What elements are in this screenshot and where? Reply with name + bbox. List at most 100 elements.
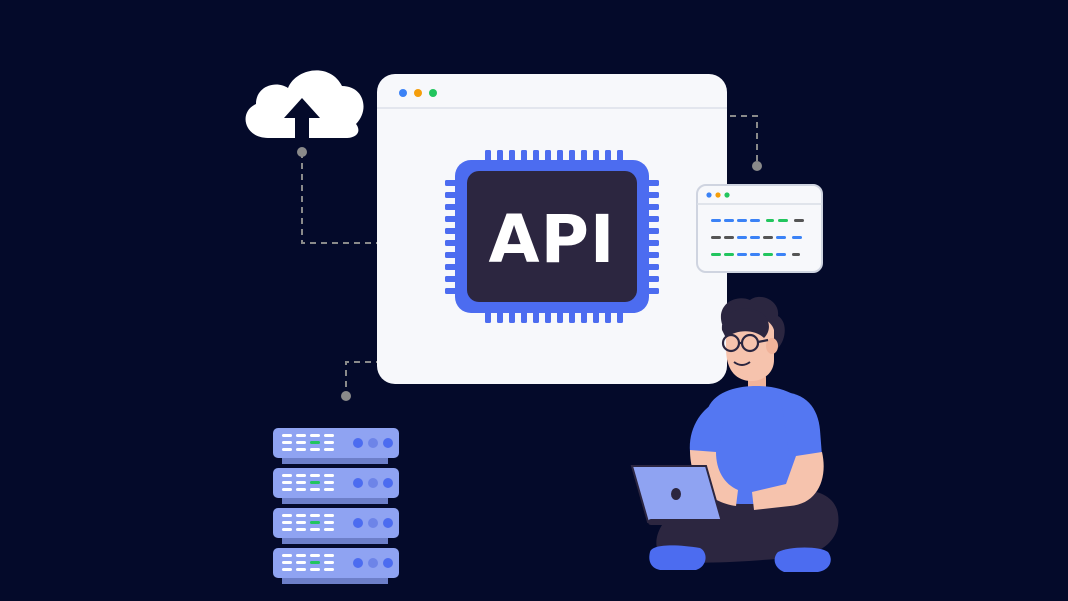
chip-pin <box>581 150 587 162</box>
chip-pin <box>497 311 503 323</box>
chip-label: API <box>488 201 615 278</box>
chip-pin <box>617 150 623 162</box>
server-vent <box>324 561 334 564</box>
hair-front <box>721 308 769 338</box>
server-light <box>353 518 363 528</box>
chip-pin <box>445 216 457 222</box>
chip-pin <box>647 228 659 234</box>
chip-pin <box>545 150 551 162</box>
server-vent <box>282 521 292 524</box>
code-window-icon <box>696 184 823 273</box>
chip-pin <box>445 192 457 198</box>
chip-pin <box>485 150 491 162</box>
cpu-chip-icon: API <box>445 150 659 323</box>
server-vent <box>296 488 306 491</box>
server-shadow <box>282 576 388 584</box>
chip-pin <box>593 311 599 323</box>
sleeve-right <box>780 392 822 460</box>
server-light <box>368 558 378 568</box>
server-vent <box>296 568 306 571</box>
server-vent <box>310 474 320 477</box>
connector-dot <box>752 161 762 171</box>
code-line-segment <box>711 253 721 256</box>
window-dot-orange <box>715 192 721 198</box>
server-vent <box>296 514 306 517</box>
code-line-segment <box>724 219 734 222</box>
chip-pin <box>485 311 491 323</box>
chip-pin <box>605 311 611 323</box>
server-vent <box>296 441 306 444</box>
server-vent <box>324 514 334 517</box>
server-light <box>353 438 363 448</box>
chip-pin <box>445 204 457 210</box>
server-light <box>353 558 363 568</box>
code-line-segment <box>750 219 760 222</box>
server-vent <box>324 434 334 437</box>
code-line-segment <box>750 236 760 239</box>
chip-pin <box>509 311 515 323</box>
window-dot-blue <box>706 192 712 198</box>
server-light <box>353 478 363 488</box>
server-vent <box>282 568 292 571</box>
code-line-segment <box>763 236 773 239</box>
code-line-segment <box>737 236 747 239</box>
server-vent <box>282 514 292 517</box>
code-line-segment <box>763 253 773 256</box>
chip-pin <box>605 150 611 162</box>
server-vent <box>310 521 320 524</box>
server-vent <box>324 554 334 557</box>
server-vent <box>310 568 320 571</box>
server-vent <box>324 448 334 451</box>
code-line-segment <box>794 219 804 222</box>
server-vent <box>310 554 320 557</box>
server-vent <box>324 528 334 531</box>
chip-pin <box>445 240 457 246</box>
server-vent <box>296 521 306 524</box>
chip-pin <box>557 311 563 323</box>
cloud-upload-icon <box>245 70 364 138</box>
chip-pin <box>445 180 457 186</box>
server-shadow <box>282 536 388 544</box>
window-dot-blue <box>399 89 407 97</box>
laptop-icon <box>630 465 760 525</box>
chip-pin <box>569 150 575 162</box>
server-vent <box>296 528 306 531</box>
chip-pin <box>509 150 515 162</box>
server-light <box>383 478 393 488</box>
window-dot-green <box>724 192 730 198</box>
code-line-segment <box>724 236 734 239</box>
chip-pin <box>533 311 539 323</box>
server-vent <box>324 441 334 444</box>
chip-pin <box>545 311 551 323</box>
laptop-base <box>648 519 760 525</box>
sleeve-left <box>689 402 724 454</box>
code-window-frame <box>696 184 823 273</box>
code-line-segment <box>776 236 786 239</box>
code-line-segment <box>778 219 788 222</box>
server-vent <box>310 434 320 437</box>
chip-core <box>467 171 637 302</box>
chip-pin <box>521 311 527 323</box>
server-vent <box>296 474 306 477</box>
server-vent <box>282 528 292 531</box>
server-vent <box>282 554 292 557</box>
chip-pin <box>581 311 587 323</box>
chip-pin <box>497 150 503 162</box>
code-line-segment <box>724 253 734 256</box>
code-lines <box>711 219 804 256</box>
server-vent <box>310 448 320 451</box>
ear <box>766 338 778 354</box>
chip-pin <box>647 252 659 258</box>
server-vent <box>324 521 334 524</box>
chip-pin <box>617 311 623 323</box>
server-shadow <box>282 496 388 504</box>
chip-pin <box>647 180 659 186</box>
server-vent <box>296 561 306 564</box>
developer-figure <box>630 296 839 572</box>
server-light <box>383 558 393 568</box>
window-dot-orange <box>414 89 422 97</box>
server-vent <box>310 514 320 517</box>
server-light <box>368 478 378 488</box>
code-line-segment <box>711 236 721 239</box>
server-vent <box>282 561 292 564</box>
